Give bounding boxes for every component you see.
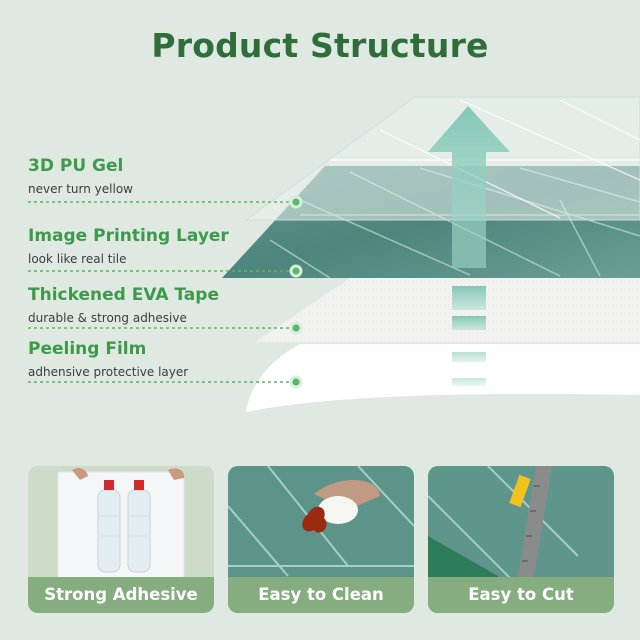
page-title: Product Structure — [151, 26, 489, 65]
layer-name: Peeling Film — [28, 339, 147, 359]
layer-label-printing: Image Printing Layer look like real tile — [28, 226, 258, 267]
layer-name: Image Printing Layer — [28, 226, 229, 246]
layer-description: look like real tile — [28, 252, 127, 266]
feature-caption: Easy to Cut — [428, 577, 614, 613]
dot-marker-icon — [289, 264, 303, 278]
layer-label-pu-gel: 3D PU Gel never turn yellow — [28, 156, 258, 197]
dot-marker-icon — [289, 195, 303, 209]
layers-illustration — [28, 96, 640, 412]
peeling-film-layer — [246, 344, 640, 412]
dot-marker-icon — [289, 321, 303, 335]
feature-caption: Strong Adhesive — [28, 577, 214, 613]
feature-caption: Easy to Clean — [228, 577, 414, 613]
feature-card-easy-to-cut: Easy to Cut — [428, 466, 614, 613]
layer-label-peeling-film: Peeling Film adhensive protective layer — [28, 339, 258, 380]
up-arrow-icon — [428, 106, 510, 386]
layer-description: adhensive protective layer — [28, 365, 189, 379]
layer-label-eva-tape: Thickened EVA Tape durable & strong adhe… — [28, 285, 258, 326]
layer-description: durable & strong adhesive — [28, 311, 187, 325]
feature-card-easy-to-clean: Easy to Clean — [228, 466, 414, 613]
pu-gel-layer — [244, 96, 640, 221]
layer-name: Thickened EVA Tape — [28, 285, 219, 305]
dot-marker-icon — [289, 375, 303, 389]
layer-description: never turn yellow — [28, 182, 133, 196]
layer-name: 3D PU Gel — [28, 156, 124, 176]
eva-tape-layer — [255, 258, 640, 342]
feature-card-strong-adhesive: Strong Adhesive — [28, 466, 214, 613]
